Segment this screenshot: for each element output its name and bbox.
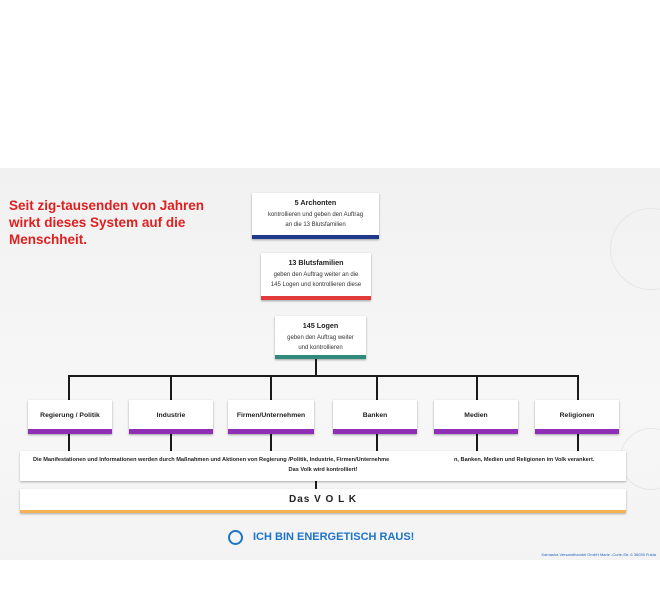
box-text-line-2: an die 13 Blutsfamilien bbox=[285, 222, 346, 228]
decorative-circle bbox=[620, 428, 660, 490]
box-text-line-2: und kontrollieren bbox=[298, 345, 343, 351]
category-label: Religionen bbox=[559, 412, 595, 419]
connector-down-to-manifest bbox=[376, 434, 378, 451]
accent-bar bbox=[252, 235, 379, 239]
accent-bar bbox=[434, 429, 518, 434]
category-medien: Medien bbox=[434, 400, 518, 434]
accent-bar bbox=[535, 429, 619, 434]
connector-down-to-manifest bbox=[68, 434, 70, 451]
accent-bar bbox=[129, 429, 213, 434]
volk-box: Das V O L K bbox=[20, 489, 626, 513]
box-title: 13 Blutsfamilien bbox=[288, 258, 344, 267]
connector-to-volk bbox=[315, 481, 317, 489]
category-regierung: Regierung / Politik bbox=[28, 400, 112, 434]
category-religionen: Religionen bbox=[535, 400, 619, 434]
category-industrie: Industrie bbox=[129, 400, 213, 434]
accent-bar bbox=[333, 429, 417, 434]
energy-label: ICH BIN ENERGETISCH RAUS! bbox=[253, 531, 415, 543]
box-text-line-1: geben den Auftrag weiter an die bbox=[273, 272, 359, 278]
connector-drop bbox=[376, 375, 378, 400]
connector-horizontal bbox=[68, 375, 579, 377]
category-label: Industrie bbox=[156, 412, 186, 419]
connector-down-to-manifest bbox=[170, 434, 172, 451]
box-text-line-2: 145 Logen und kontrollieren diese bbox=[270, 282, 362, 288]
category-label: Regierung / Politik bbox=[40, 412, 100, 419]
accent-bar bbox=[261, 296, 371, 300]
accent-bar bbox=[228, 429, 314, 434]
connector-drop bbox=[170, 375, 172, 400]
credit-text: Kamasha Versandhandel GmbH Marie -Curie-… bbox=[541, 552, 656, 557]
manifestation-text-line-2: Das Volk wird kontrolliert! bbox=[288, 467, 358, 473]
category-label: Medien bbox=[464, 412, 488, 419]
connector-drop bbox=[476, 375, 478, 400]
category-firmen: Firmen/Unternehmen bbox=[228, 400, 314, 434]
connector-down-to-manifest bbox=[577, 434, 579, 451]
connector-vertical bbox=[315, 359, 317, 376]
category-label: Banken bbox=[362, 412, 388, 419]
connector-down-to-manifest bbox=[476, 434, 478, 451]
box-title: 5 Archonten bbox=[294, 198, 337, 207]
connector-drop bbox=[270, 375, 272, 400]
intro-text: Seit zig-tausenden von Jahren wirkt dies… bbox=[9, 198, 205, 247]
manifestation-text-left: Die Manifestationen und Informationen we… bbox=[33, 457, 390, 463]
category-banken: Banken bbox=[333, 400, 417, 434]
connector-drop bbox=[577, 375, 579, 400]
manifestation-box: Die Manifestationen und Informationen we… bbox=[20, 451, 626, 481]
accent-bar bbox=[275, 355, 366, 359]
logen-box: 145 Logen geben den Auftrag weiter und k… bbox=[275, 316, 366, 359]
box-title: 145 Logen bbox=[302, 321, 339, 330]
box-text-line-1: geben den Auftrag weiter bbox=[287, 335, 354, 341]
accent-bar bbox=[20, 510, 626, 513]
accent-bar bbox=[28, 429, 112, 434]
box-text-line-1: kontrollieren und geben den Auftrag bbox=[267, 212, 364, 218]
blutsfamilien-box: 13 Blutsfamilien geben den Auftrag weite… bbox=[261, 253, 371, 300]
category-label: Firmen/Unternehmen bbox=[236, 412, 306, 419]
connector-drop bbox=[68, 375, 70, 400]
circle-icon bbox=[228, 530, 243, 545]
connector-down-to-manifest bbox=[270, 434, 272, 451]
volk-label: Das V O L K bbox=[288, 494, 358, 505]
decorative-circle bbox=[610, 208, 660, 290]
manifestation-text-right: n, Banken, Medien und Religionen im Volk… bbox=[454, 457, 595, 463]
archonten-box: 5 Archonten kontrollieren und geben den … bbox=[252, 193, 379, 239]
